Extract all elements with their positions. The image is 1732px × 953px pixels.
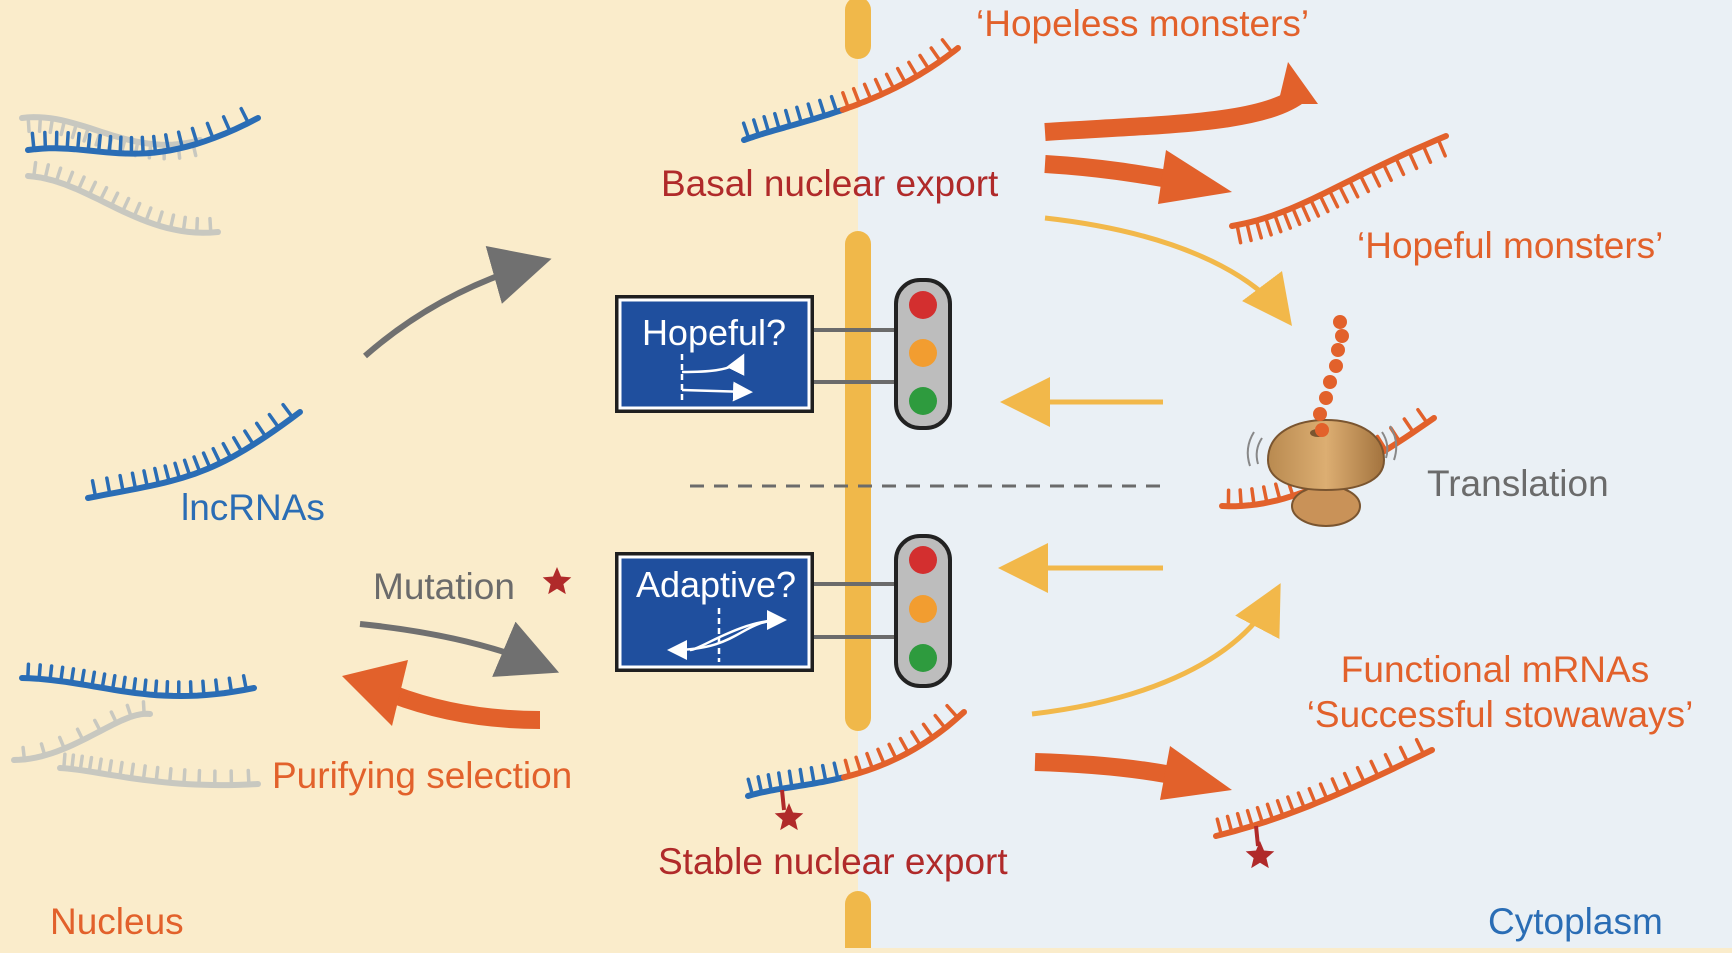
traffic-light-orange bbox=[909, 339, 937, 367]
amino-acid-bead bbox=[1315, 423, 1329, 437]
lncrnas-label: lncRNAs bbox=[181, 487, 325, 528]
amino-acid-bead bbox=[1329, 359, 1343, 373]
traffic-light-red bbox=[909, 291, 937, 319]
amino-acid-bead bbox=[1333, 315, 1347, 329]
cytoplasm-label: Cytoplasm bbox=[1488, 901, 1663, 942]
traffic-light-orange bbox=[909, 595, 937, 623]
basal-export-label: Basal nuclear export bbox=[661, 163, 999, 204]
hopeless-monsters-label: ‘Hopeless monsters’ bbox=[976, 3, 1309, 44]
amino-acid-bead bbox=[1319, 391, 1333, 405]
nucleus-label: Nucleus bbox=[50, 901, 184, 942]
functional-mrnas-label: Functional mRNAs bbox=[1341, 649, 1649, 690]
amino-acid-bead bbox=[1313, 407, 1327, 421]
purifying-selection-label: Purifying selection bbox=[272, 755, 572, 796]
successful-stowaways-label: ‘Successful stowaways’ bbox=[1307, 694, 1694, 735]
traffic-light-upper bbox=[896, 280, 950, 428]
traffic-light-green bbox=[909, 644, 937, 672]
stable-export-label: Stable nuclear export bbox=[658, 841, 1008, 882]
traffic-light-green bbox=[909, 387, 937, 415]
mutation-label: Mutation bbox=[373, 566, 515, 607]
amino-acid-bead bbox=[1331, 343, 1345, 357]
traffic-light-lower bbox=[896, 536, 950, 686]
adaptive-sign-label: Adaptive? bbox=[636, 564, 796, 605]
hopeful-monsters-label: ‘Hopeful monsters’ bbox=[1357, 225, 1663, 266]
traffic-light-red bbox=[909, 546, 937, 574]
amino-acid-bead bbox=[1323, 375, 1337, 389]
translation-label: Translation bbox=[1427, 463, 1609, 504]
hopeful-sign-label: Hopeful? bbox=[642, 312, 786, 353]
amino-acid-bead bbox=[1335, 329, 1349, 343]
